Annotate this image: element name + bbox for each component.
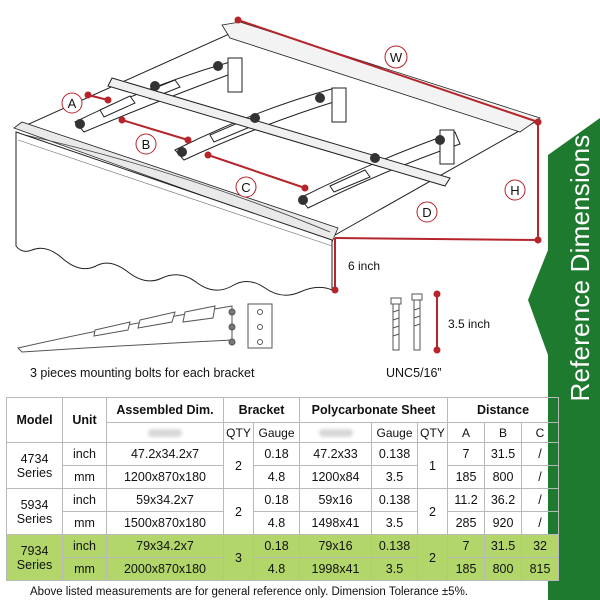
distance-b-cell: 31.5 [484,442,523,466]
bracket-gauge-cell: 4.8 [253,511,300,535]
sheet-qty-cell: 1 [416,442,449,489]
bracket-gauge-cell: 0.18 [253,442,300,466]
assembled-cell: 59x34.2x7 [106,488,224,512]
assembled-cell: 47.2x34.2x7 [106,442,224,466]
subheader-b: B [484,422,523,443]
bracket-gauge-cell: 4.8 [253,557,300,581]
sheet-gauge-cell: 3.5 [371,557,418,581]
six-inch-label: 6 inch [348,259,380,273]
unit-cell: mm [62,557,107,581]
distance-a-cell: 7 [447,534,486,558]
label-h: H [510,183,519,198]
unit-cell: inch [62,442,107,466]
unit-cell: inch [62,534,107,558]
sheet-dim-cell: 1200x84 [299,465,372,489]
distance-b-cell: 920 [484,511,523,535]
assembled-cell: 79x34.2x7 [106,534,224,558]
dimension-labels: W A B C D H [61,45,526,223]
table-row: mm 2000x870x180 4.8 1998x41 3.5 185 800 … [7,557,560,581]
label-w: W [390,50,403,65]
sheet-qty-cell: 2 [416,488,449,535]
spec-table: Model Unit Assembled Dim. Bracket Polyca… [6,397,560,581]
bracket-gauge-cell: 0.18 [253,534,300,558]
assembled-cell: 1500x870x180 [106,511,224,535]
unit-cell: mm [62,511,107,535]
three-five-inch-label: 3.5 inch [448,317,490,331]
distance-b-cell: 800 [484,557,523,581]
header-model: Model [6,397,63,443]
dimension-lines [84,16,542,294]
table-row: mm 1500x870x180 4.8 1498x41 3.5 285 920 … [7,511,560,535]
label-d: D [422,205,431,220]
header-assembled: Assembled Dim. [106,397,224,423]
distance-c-cell: 815 [521,557,560,581]
label-b: B [142,137,151,152]
subheader-bracket-gauge: Gauge [253,422,300,443]
sheet-dim-cell: 1998x41 [299,557,372,581]
subheader-sheet-gauge: Gauge [371,422,418,443]
distance-c-cell: / [521,442,560,466]
sheet-dim-cell: 79x16 [299,534,372,558]
header-bracket: Bracket [223,397,300,423]
distance-a-cell: 7 [447,442,486,466]
sheet-gauge-cell: 3.5 [371,465,418,489]
bracket-side-view [17,303,273,353]
header-distance: Distance [447,397,560,423]
sheet-gauge-cell: 0.138 [371,488,418,512]
subheader-sheet-qty: QTY [416,422,449,443]
assembled-cell: 2000x870x180 [106,557,224,581]
label-c: C [241,180,250,195]
label-a: A [68,96,77,111]
distance-b-cell: 800 [484,465,523,489]
sheet-gauge-cell: 0.138 [371,534,418,558]
distance-a-cell: 185 [447,557,486,581]
awning-body [13,21,541,296]
assembled-cell: 1200x870x180 [106,465,224,489]
distance-c-cell: / [521,465,560,489]
subheader-sheet-blurred [299,422,372,443]
bracket-qty-cell: 2 [223,488,254,535]
bracket-gauge-cell: 0.18 [253,488,300,512]
sheet-qty-cell: 2 [416,534,449,581]
ribbon-title: Reference Dimensions [565,134,595,402]
distance-a-cell: 285 [447,511,486,535]
sheet-dim-cell: 1498x41 [299,511,372,535]
sheet-dim-cell: 47.2x33 [299,442,372,466]
bracket-gauge-cell: 4.8 [253,465,300,489]
bolt-dimension-line [433,290,441,354]
footer-note: Above listed measurements are for genera… [30,586,468,598]
distance-b-cell: 36.2 [484,488,523,512]
table-row: mm 1200x870x180 4.8 1200x84 3.5 185 800 … [7,465,560,489]
sheet-gauge-cell: 0.138 [371,442,418,466]
bracket-qty-cell: 2 [223,442,254,489]
distance-a-cell: 185 [447,465,486,489]
unit-cell: inch [62,488,107,512]
header-sheet: Polycarbonate Sheet [298,397,449,423]
sheet-dim-cell: 59x16 [299,488,372,512]
subheader-c: C [521,422,560,443]
bracket-qty-cell: 3 [223,534,254,581]
bolt-caption: 3 pieces mounting bolts for each bracket [30,366,255,380]
unit-cell: mm [62,465,107,489]
subheader-blurred [106,422,224,443]
ribbon-background [528,118,600,600]
header-unit: Unit [62,397,107,443]
distance-c-cell: / [521,488,560,512]
unc-caption: UNC5/16” [386,366,442,380]
subheader-a: A [447,422,486,443]
distance-c-cell: / [521,511,560,535]
distance-c-cell: 32 [521,534,560,558]
distance-a-cell: 11.2 [447,488,486,512]
subheader-bracket-qty: QTY [223,422,254,443]
sheet-gauge-cell: 3.5 [371,511,418,535]
bolt-drawings [390,293,423,351]
distance-b-cell: 31.5 [484,534,523,558]
